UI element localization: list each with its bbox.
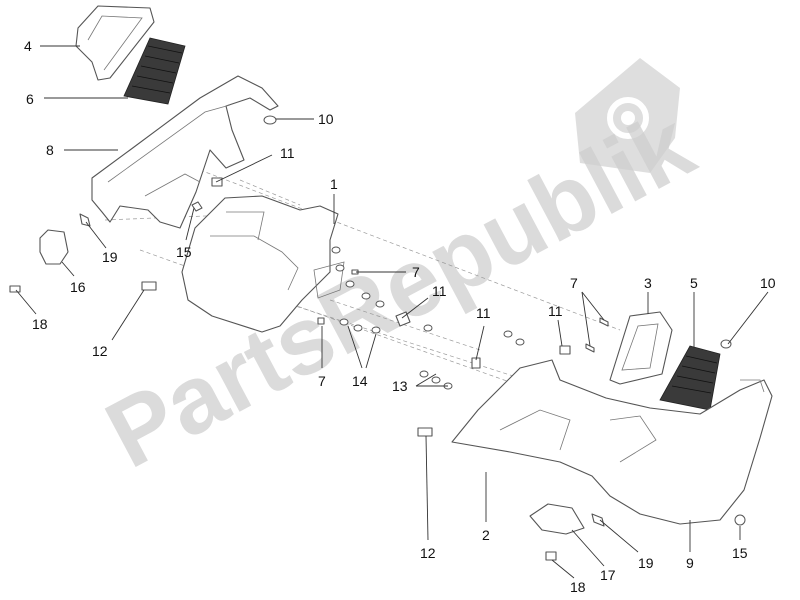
callout-4: 4 [24,38,32,54]
callout-12: 12 [420,545,436,561]
part-6-grille [123,37,186,105]
callout-9: 9 [686,555,694,571]
callout-10: 10 [760,275,776,291]
callout-12: 12 [92,343,108,359]
fasteners-left [9,115,433,334]
part-16-indicator-lens [39,229,69,265]
callout-11: 11 [476,305,491,321]
watermark-gear-icon [575,58,680,173]
callout-18: 18 [32,316,48,332]
callout-11: 11 [548,303,563,319]
part-2-lower-fairing [451,359,773,525]
callout-7: 7 [318,373,326,389]
leader-lines [15,45,769,579]
callout-8: 8 [46,142,54,158]
fasteners-right [417,317,746,561]
callout-15: 15 [176,244,192,260]
callout-11: 11 [432,283,447,299]
callout-1: 1 [330,176,338,192]
callout-labels: 4 6 8 10 11 1 19 15 16 18 12 7 11 7 14 1… [24,38,776,595]
part-1-headlight-housing [181,195,345,333]
callout-18: 18 [570,579,586,595]
part-8-upper-fairing [91,75,279,229]
callout-5: 5 [690,275,698,291]
part-17-indicator-lens [529,503,585,535]
callout-14: 14 [352,373,368,389]
callout-7: 7 [412,264,420,280]
callout-7: 7 [570,275,578,291]
callout-6: 6 [26,91,34,107]
callout-19: 19 [102,249,118,265]
callout-2: 2 [482,527,490,543]
callout-19: 19 [638,555,654,571]
callout-11: 11 [280,145,295,161]
part-3-bracket [609,311,673,385]
callout-17: 17 [600,567,616,583]
callout-13: 13 [392,378,408,394]
callout-10: 10 [318,111,334,127]
callout-16: 16 [70,279,86,295]
part-5-grille [659,345,721,411]
callout-15: 15 [732,545,748,561]
part-4-bracket [75,5,155,81]
callout-3: 3 [644,275,652,291]
